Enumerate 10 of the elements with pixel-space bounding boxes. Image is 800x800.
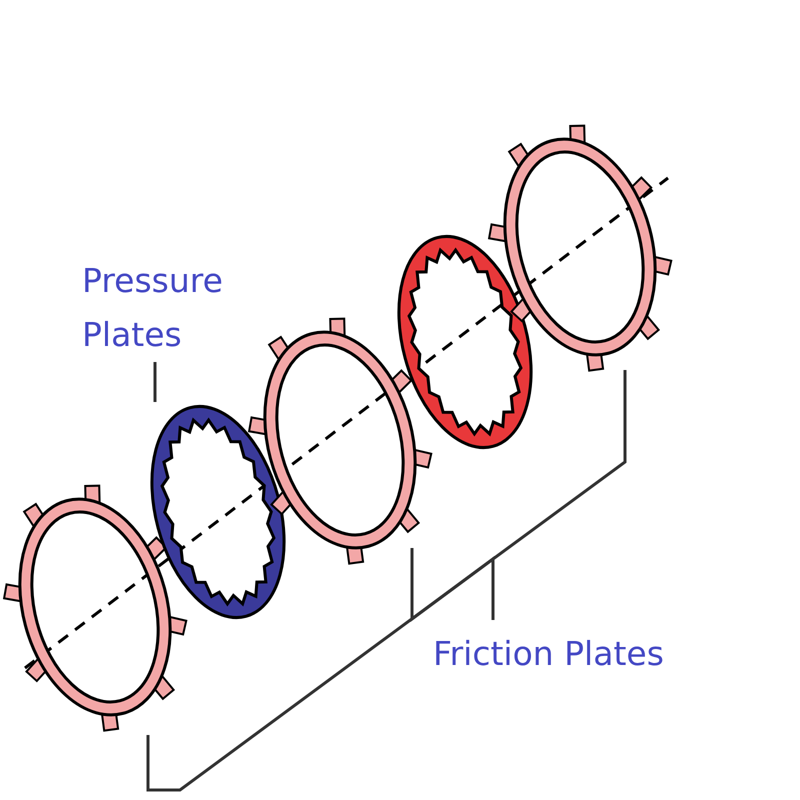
part-label: Friction Plates [433, 627, 723, 681]
leader-line [492, 370, 626, 620]
friction-plate-drawing [2, 484, 188, 732]
pressure-plate-drawing [398, 235, 532, 449]
part-label: Pressure Plates [82, 254, 252, 362]
friction-plate-drawing [248, 318, 432, 565]
leader-line [154, 362, 156, 402]
friction-plate-drawing [488, 124, 672, 372]
pressure-plate-drawing [150, 405, 286, 619]
leader-line [410, 548, 494, 622]
